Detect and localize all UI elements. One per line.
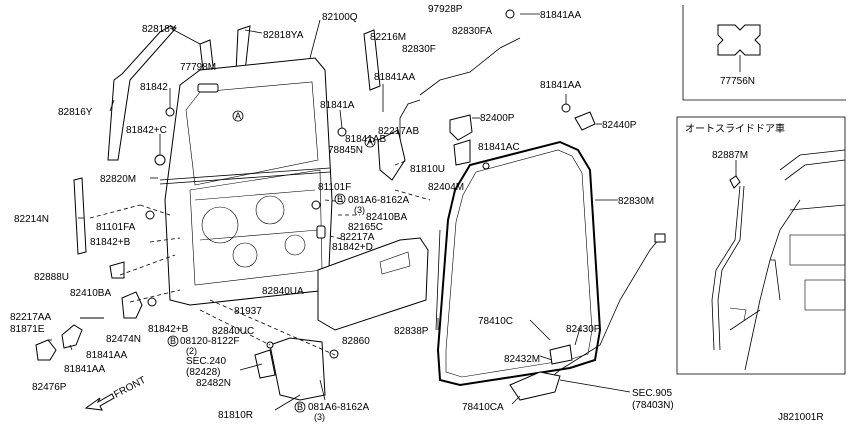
- label-82474N: 82474N: [106, 334, 141, 345]
- label-81842D: 81842+D: [332, 242, 373, 253]
- label-82818Y: 82818Y: [142, 24, 177, 35]
- label-81842B: 81842+B: [90, 237, 131, 248]
- label-front: FRONT: [112, 375, 148, 401]
- label-08120-qty: (2): [186, 346, 197, 356]
- door-shell: [159, 57, 333, 306]
- label-82217AB: 82217AB: [378, 126, 419, 137]
- guide-82216M: [363, 29, 381, 91]
- auto-slide-door-drawing: [711, 149, 846, 371]
- label-81810U: 81810U: [410, 164, 445, 175]
- label-82818YA: 82818YA: [263, 30, 304, 41]
- label-sec905: SEC.905: [632, 388, 672, 399]
- callout-b-2: B: [170, 336, 176, 346]
- weatherstrip-82830M: [436, 140, 602, 387]
- label-77756N: 77756N: [720, 76, 755, 87]
- label-82830FA: 82830FA: [452, 26, 492, 37]
- callout-a-circle-2: [364, 136, 376, 148]
- callout-a-2: A: [367, 137, 373, 147]
- part-labels: 82818Y 82818YA 82100Q 97928P 82830F 8283…: [10, 4, 824, 423]
- label-sec905-ref: (78403N): [632, 400, 674, 411]
- label-82840UC: 82840UC: [212, 326, 254, 337]
- auto-slide-inset-frame: [676, 116, 846, 375]
- label-82430P: 82430P: [566, 324, 601, 335]
- label-81841AC: 81841AC: [478, 142, 520, 153]
- label-82100Q: 82100Q: [322, 12, 358, 23]
- label-81841AA-bottom-1: 81841AA: [86, 350, 127, 361]
- label-97928P: 97928P: [428, 4, 463, 15]
- label-81841A: 81841A: [320, 100, 355, 111]
- callout-b-circle-2: [167, 335, 179, 347]
- label-82216M: 82216M: [370, 32, 406, 43]
- label-81842: 81842: [140, 82, 168, 93]
- label-81842B-2: 81842+B: [148, 324, 189, 335]
- trim-panel-82860: [317, 237, 429, 331]
- cable-parts: [399, 37, 666, 396]
- leader-lines: [48, 13, 737, 411]
- label-081A6-qty-b: (3): [314, 412, 325, 422]
- callout-b-1: B: [337, 194, 343, 204]
- label-sec240: SEC.240: [186, 356, 226, 367]
- label-08120-8122F: 08120-8122F: [180, 336, 240, 347]
- label-081A6-qty-a: (3): [354, 205, 365, 215]
- callout-b-circle-3: [294, 401, 306, 413]
- label-82410BA-right: 82410BA: [366, 212, 407, 223]
- front-direction-arrow: [84, 393, 115, 411]
- label-82888U: 82888U: [34, 272, 69, 283]
- callout-a-circle-1: [232, 110, 244, 122]
- label-82432M: 82432M: [504, 354, 540, 365]
- label-82217A: 82217A: [340, 232, 375, 243]
- label-82816Y: 82816Y: [58, 107, 93, 118]
- lower-rail-parts: [35, 261, 573, 401]
- inset-frames: [676, 5, 846, 375]
- label-82860: 82860: [342, 336, 370, 347]
- callout-a-1: A: [235, 111, 241, 121]
- channel-82214N: [73, 177, 87, 255]
- label-81937: 81937: [234, 306, 262, 317]
- window-channel-parts: [73, 25, 381, 255]
- label-82476P: 82476P: [32, 382, 67, 393]
- label-82404M: 82404M: [428, 182, 464, 193]
- label-78845N: 78845N: [328, 145, 363, 156]
- inset-title: オートスライドドア車: [685, 122, 785, 135]
- label-82840UA: 82840UA: [262, 286, 304, 297]
- label-81841AA-top: 81841AA: [540, 10, 581, 21]
- label-78410C: 78410C: [478, 316, 513, 327]
- label-81810R: 81810R: [218, 410, 253, 421]
- callout-b-3: B: [297, 402, 303, 412]
- label-81841AB: 81841AB: [345, 134, 386, 145]
- label-81841AA-bottom-2: 81841AA: [64, 364, 105, 375]
- label-081A6-8162A-a: 081A6-8162A: [348, 195, 409, 206]
- label-81842C: 81842+C: [126, 125, 167, 136]
- callout-b-circle-1: [334, 193, 346, 205]
- diagram-id: J821001R: [778, 412, 824, 423]
- label-sec240-ref: (82428): [186, 367, 220, 378]
- pad-77756N: [717, 24, 761, 72]
- label-82820M: 82820M: [100, 174, 136, 185]
- label-82482N: 82482N: [196, 378, 231, 389]
- label-82830M: 82830M: [618, 196, 654, 207]
- label-82217AA: 82217AA: [10, 312, 51, 323]
- label-77798M: 77798M: [180, 62, 216, 73]
- circled-callouts: A A B B B: [167, 110, 376, 413]
- label-82214N: 82214N: [14, 214, 49, 225]
- label-081A6-8162A-b: 081A6-8162A: [308, 402, 369, 413]
- label-81101FA: 81101FA: [96, 222, 136, 233]
- label-82830F: 82830F: [402, 44, 436, 55]
- label-82400P: 82400P: [480, 113, 515, 124]
- label-82410BA-left: 82410BA: [70, 288, 111, 299]
- label-82165C: 82165C: [348, 222, 383, 233]
- label-81841AA-mid: 81841AA: [374, 72, 415, 83]
- label-82838P: 82838P: [394, 326, 429, 337]
- label-81871E: 81871E: [10, 324, 45, 335]
- label-82887M: 82887M: [712, 150, 748, 161]
- label-81841AA-right: 81841AA: [540, 80, 581, 91]
- label-81101F: 81101F: [318, 182, 351, 193]
- label-78410CA: 78410CA: [462, 402, 504, 413]
- label-82440P: 82440P: [602, 120, 637, 131]
